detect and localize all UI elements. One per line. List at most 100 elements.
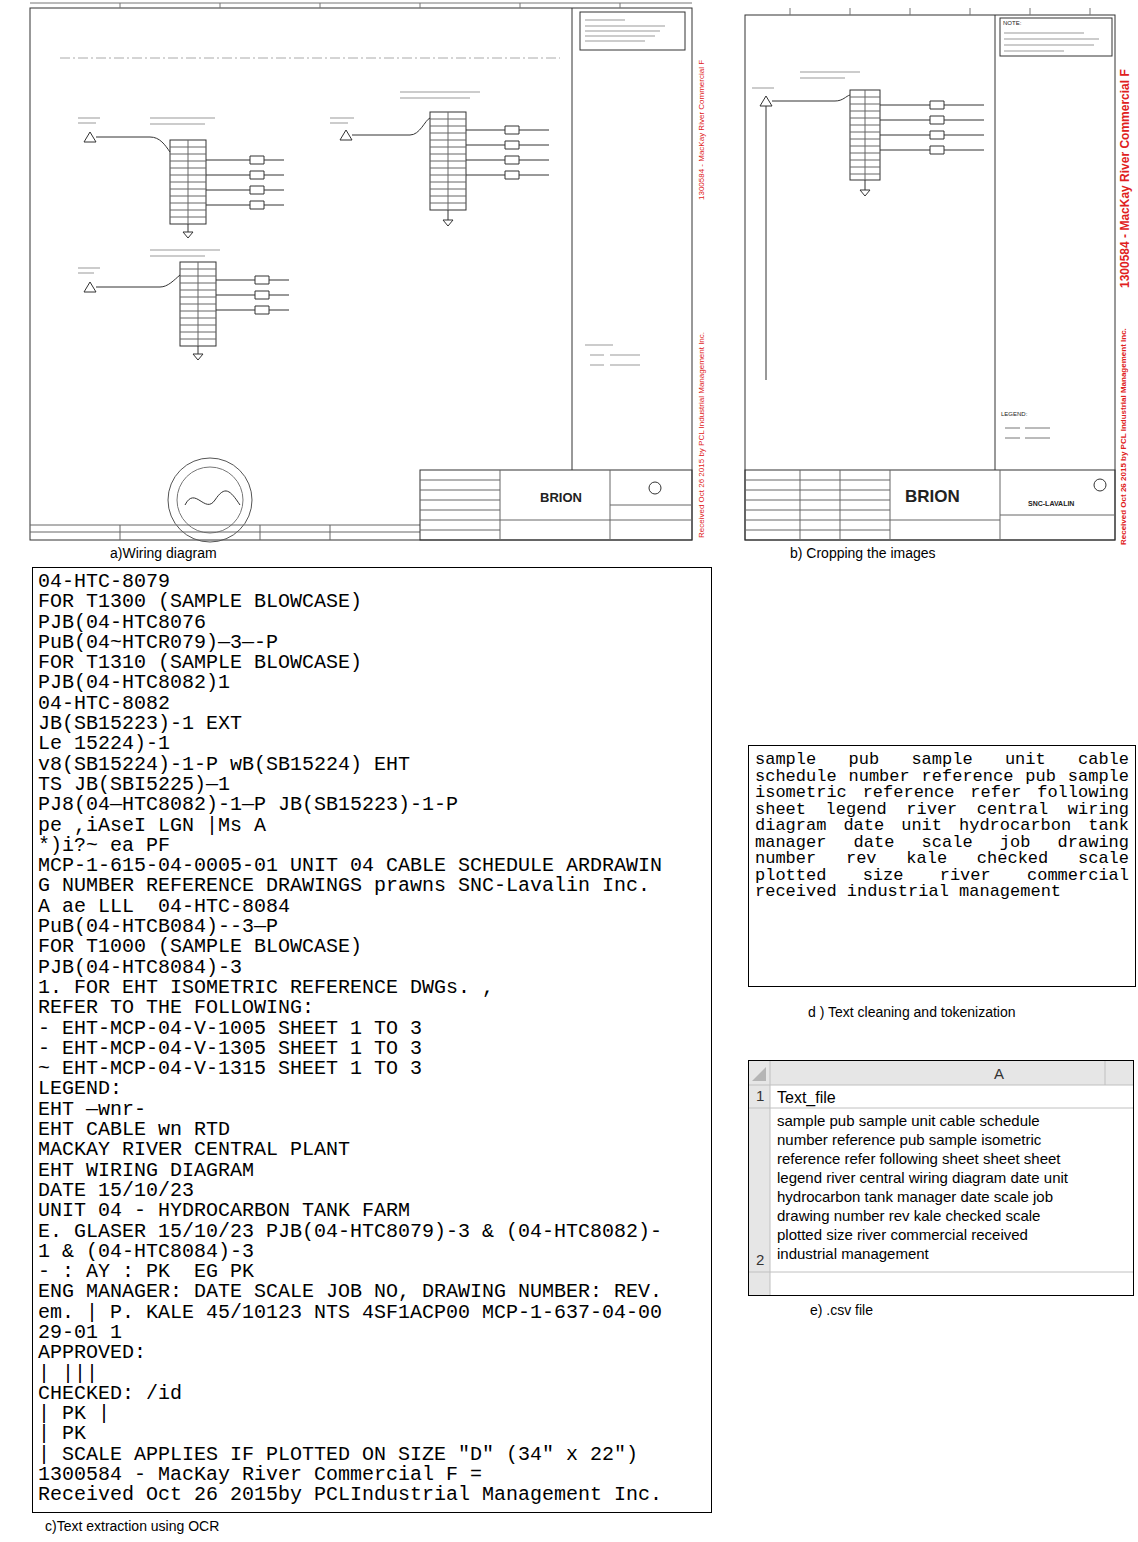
spreadsheet-grid bbox=[748, 1060, 1134, 1296]
title-block bbox=[420, 470, 692, 540]
ocr-line: REFER TO THE FOLLOWING: bbox=[38, 998, 706, 1018]
heater-symbol bbox=[84, 132, 96, 142]
ocr-line: FOR T1300 (SAMPLE BLOWCASE) bbox=[38, 592, 706, 612]
ocr-line: A ae LLL 04-HTC-8084 bbox=[38, 897, 706, 917]
frame-ruler bbox=[30, 3, 692, 8]
company-logo-text: BRION bbox=[905, 487, 960, 507]
ground-symbol bbox=[443, 210, 453, 226]
ground-symbol bbox=[860, 180, 870, 196]
ocr-line: *)i?~ ea PF bbox=[38, 836, 706, 856]
ocr-line: CHECKED: /id bbox=[38, 1384, 706, 1404]
ocr-line: | PK | bbox=[38, 1404, 706, 1424]
ocr-line: FOR T1310 (SAMPLE BLOWCASE) bbox=[38, 653, 706, 673]
heater-symbol bbox=[760, 96, 772, 106]
note-heading: NOTE: bbox=[1003, 20, 1021, 27]
ocr-line: PJB(04-HTC8076 bbox=[38, 613, 706, 633]
ocr-line: EHT CABLE wn RTD bbox=[38, 1120, 706, 1140]
legend-lines bbox=[585, 345, 640, 365]
engineer-stamp bbox=[168, 458, 252, 542]
tiny-text-lines bbox=[330, 92, 480, 123]
ocr-line: 1. FOR EHT ISOMETRIC REFERENCE DWGs. , bbox=[38, 978, 706, 998]
terminal-rows bbox=[170, 140, 206, 224]
terminal-block bbox=[180, 262, 216, 346]
ocr-line: v8(SB15224)-1-P wB(SB15224) EHT bbox=[38, 755, 706, 775]
panel-caption: a)Wiring diagram bbox=[110, 545, 217, 561]
cable-wire bbox=[96, 137, 170, 152]
column-separator bbox=[995, 15, 996, 470]
legend-lines bbox=[1005, 428, 1050, 438]
cropped-diagram-b bbox=[745, 8, 1115, 540]
notes-text-lines bbox=[585, 20, 665, 41]
spreadsheet-frame: A12Text_filesample pub sample unit cable… bbox=[748, 1060, 1134, 1296]
received-stamp: Received Oct 26 2015 by PCL Industrial M… bbox=[697, 332, 706, 538]
cable-tags bbox=[255, 276, 269, 314]
notes-text-lines bbox=[1004, 33, 1099, 51]
row-header-band bbox=[748, 1085, 770, 1296]
ocr-line: EHT WIRING DIAGRAM bbox=[38, 1161, 706, 1181]
ocr-line: Le 15224)-1 bbox=[38, 734, 706, 754]
ocr-text-box: 04-HTC-8079FOR T1300 (SAMPLE BLOWCASE)PJ… bbox=[32, 567, 712, 1513]
received-stamp: 1300584 - MacKay River Commercial F bbox=[1119, 69, 1133, 288]
ocr-line: E. GLASER 15/10/23 PJB(04-HTC8079)-3 & (… bbox=[38, 1222, 706, 1242]
title-block-grid bbox=[745, 470, 1115, 540]
select-all-corner bbox=[752, 1067, 766, 1081]
heater-symbol bbox=[340, 130, 352, 140]
terminal-block bbox=[170, 140, 206, 224]
ocr-line: 29-01 1 bbox=[38, 1323, 706, 1343]
column-header-band bbox=[748, 1060, 1134, 1085]
ocr-line: LEGEND: bbox=[38, 1079, 706, 1099]
cell-gridlines bbox=[748, 1060, 1134, 1296]
terminal-rows bbox=[850, 90, 880, 180]
output-wires bbox=[216, 280, 289, 310]
terminal-rows bbox=[430, 112, 466, 210]
cell-text: sample pub sample unit cable schedule nu… bbox=[777, 1111, 1073, 1263]
heater-symbol bbox=[84, 282, 96, 292]
tiny-text-lines bbox=[78, 118, 215, 124]
ocr-line: | SCALE APPLIES IF PLOTTED ON SIZE "D" (… bbox=[38, 1445, 706, 1465]
ocr-line: PJB(04-HTC8082)1 bbox=[38, 673, 706, 693]
frame-ruler bbox=[790, 8, 1090, 15]
cable-wire bbox=[96, 275, 180, 287]
terminal-block bbox=[430, 112, 466, 210]
ground-symbol bbox=[193, 346, 203, 360]
ocr-line: MCP-1-615-04-0005-01 UNIT 04 CABLE SCHED… bbox=[38, 856, 706, 876]
cable-tags bbox=[930, 101, 944, 154]
ocr-line: FOR T1000 (SAMPLE BLOWCASE) bbox=[38, 937, 706, 957]
cable-tags bbox=[250, 156, 264, 209]
terminal-rows bbox=[180, 262, 216, 346]
ocr-line: Received Oct 26 2015by PCLIndustrial Man… bbox=[38, 1485, 706, 1505]
ocr-line: - : AY : PK EG PK bbox=[38, 1262, 706, 1282]
engineer-stamp-inner bbox=[177, 467, 243, 533]
cleaned-text-box: sample pub sample unit cable schedule nu… bbox=[748, 745, 1136, 987]
output-wires bbox=[206, 160, 284, 205]
ocr-line: 04-HTC-8079 bbox=[38, 572, 706, 592]
company-logo-text: SNC-LAVALIN bbox=[1028, 500, 1074, 508]
sheet-header: 2 bbox=[756, 1251, 764, 1269]
tiny-text-lines bbox=[752, 72, 860, 88]
ocr-line: pe ,iAseI LGN |Ms A bbox=[38, 816, 706, 836]
logo-mark bbox=[649, 482, 661, 494]
ocr-line: TS JB(SBI5225)—1 bbox=[38, 775, 706, 795]
ocr-line: EHT —wnr- bbox=[38, 1100, 706, 1120]
spreadsheet-cell: Text_file bbox=[775, 1088, 1095, 1109]
cable-tags bbox=[505, 126, 519, 179]
token-text: sample pub sample unit cable schedule nu… bbox=[755, 752, 1129, 901]
column-separator bbox=[572, 8, 573, 470]
sheet-header: 1 bbox=[756, 1087, 764, 1105]
logo-mark bbox=[1094, 479, 1106, 491]
panel-caption: b) Cropping the images bbox=[790, 545, 936, 561]
output-wires bbox=[466, 130, 549, 175]
ocr-line: ~ EHT-MCP-04-V-1315 SHEET 1 TO 3 bbox=[38, 1059, 706, 1079]
ocr-line: DATE 15/10/23 bbox=[38, 1181, 706, 1201]
ocr-line: em. | P. KALE 45/10123 NTS 4SF1ACP00 MCP… bbox=[38, 1303, 706, 1323]
revision-table bbox=[30, 525, 420, 540]
cell-text: Text_file bbox=[777, 1088, 1093, 1107]
ocr-line: ENG MANAGER: DATE SCALE JOB NO, DRAWING … bbox=[38, 1282, 706, 1302]
title-block bbox=[745, 470, 1115, 540]
ocr-line: | ||| bbox=[38, 1364, 706, 1384]
ocr-line: - EHT-MCP-04-V-1005 SHEET 1 TO 3 bbox=[38, 1019, 706, 1039]
notes-box bbox=[580, 12, 685, 50]
ocr-line: PJB(04-HTC8084)-3 bbox=[38, 958, 706, 978]
ocr-line: MACKAY RIVER CENTRAL PLANT bbox=[38, 1140, 706, 1160]
